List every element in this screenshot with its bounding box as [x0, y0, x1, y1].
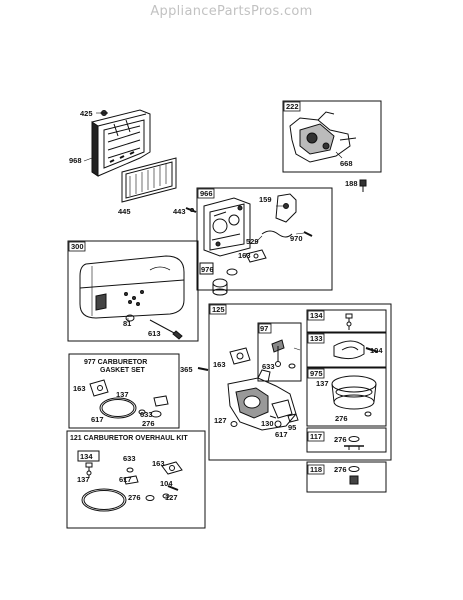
- callout-613: 613: [148, 329, 161, 338]
- box-tags: 222 966 976 300 125 97 134 133 975 117 1…: [68, 101, 325, 475]
- overhaul-kit-title: 121 CARBURETOR OVERHAUL KIT: [70, 435, 188, 442]
- gasket-set-parts: [89, 379, 169, 419]
- callout-445: 445: [118, 207, 131, 216]
- screw-443: [185, 207, 197, 213]
- callout-188: 188: [345, 179, 358, 188]
- tag-125: 125: [212, 305, 225, 314]
- box-133-frame: [306, 332, 387, 368]
- kit-callout-276: 276: [128, 493, 141, 502]
- callout-104: 104: [370, 346, 383, 355]
- callout-163-intake: 163: [238, 251, 251, 260]
- box-976-frame: [199, 262, 214, 275]
- gasket-callout-276: 276: [142, 419, 155, 428]
- muffler: [79, 255, 185, 319]
- callout-443: 443: [173, 207, 186, 216]
- callout-127: 127: [214, 416, 227, 425]
- float-bowl-975: [331, 375, 377, 417]
- gasket-set-frame: [68, 353, 180, 429]
- box-975-frame: [306, 367, 387, 427]
- jet-118: [348, 466, 360, 485]
- box-97-frame: [257, 322, 302, 382]
- overhaul-kit-parts: [81, 461, 183, 512]
- gasket-163-upper: [245, 249, 267, 263]
- seal-127: [230, 421, 238, 427]
- kit-callout-617: 617: [119, 475, 132, 484]
- callout-668: 668: [340, 159, 353, 168]
- gasket-callout-617: 617: [91, 415, 104, 424]
- callout-130: 130: [261, 419, 274, 428]
- tag-976: 976: [201, 265, 214, 274]
- bolt-613: [149, 319, 183, 340]
- box-300-frame: [67, 240, 199, 342]
- callout-81: 81: [123, 319, 131, 328]
- kit-box-134-frame: [77, 450, 100, 462]
- tag-133: 133: [310, 334, 323, 343]
- callouts: 425 968 445 443 668 188 159 529 970 163 …: [69, 109, 383, 502]
- float-bowl-parts: [269, 413, 299, 428]
- callout-276-jet: 276: [334, 435, 347, 444]
- float-pin-134: [345, 313, 353, 330]
- callout-617: 617: [275, 430, 288, 439]
- tag-300: 300: [71, 242, 84, 251]
- nozzle-976: [212, 268, 238, 296]
- gasket-callout-163: 163: [73, 384, 86, 393]
- needle-valve-97: [271, 339, 296, 369]
- overhaul-kit-frame: [66, 430, 206, 529]
- air-filter-screw: [100, 110, 108, 116]
- callout-276-bowl: 276: [335, 414, 348, 423]
- watermark: AppliancePartsPros.com: [150, 4, 313, 19]
- jet-117: [344, 436, 364, 450]
- callout-95: 95: [288, 423, 296, 432]
- washer-81: [125, 314, 135, 322]
- tag-134: 134: [310, 311, 323, 320]
- screw-365: [197, 367, 209, 371]
- tag-117: 117: [310, 432, 322, 441]
- control-bracket: [289, 111, 357, 163]
- callout-276-main: 276: [334, 465, 347, 474]
- box-117-frame: [306, 427, 387, 453]
- gasket-callout-137: 137: [116, 390, 129, 399]
- kit-callout-127: 127: [165, 493, 178, 502]
- box-222-frame: [282, 100, 382, 173]
- kit-callout-137: 137: [77, 475, 90, 484]
- tag-966: 966: [200, 189, 213, 198]
- kit-callout-163: 163: [152, 459, 165, 468]
- box-118-frame: [306, 461, 387, 493]
- spring-529: [261, 230, 293, 238]
- box-966-frame: [196, 187, 333, 291]
- gasket-set-title-2: GASKET SET: [100, 367, 145, 374]
- float-133: [333, 340, 379, 360]
- gasket-set-title-1: 977 CARBURETOR: [84, 359, 147, 366]
- air-filter-cover: [91, 109, 151, 177]
- callout-529: 529: [246, 237, 259, 246]
- box-125-frame: [208, 303, 392, 461]
- kit-callout-633: 633: [123, 454, 136, 463]
- carburetor-body: [227, 369, 297, 431]
- callout-137: 137: [316, 379, 329, 388]
- gasket-163-carb: [229, 347, 251, 365]
- tag-222: 222: [286, 102, 299, 111]
- callout-159: 159: [259, 195, 272, 204]
- tag-118: 118: [310, 465, 322, 474]
- kit-callout-104: 104: [160, 479, 173, 488]
- screw-188: [359, 179, 367, 192]
- bracket-159: [275, 193, 297, 223]
- callout-970: 970: [290, 234, 303, 243]
- callout-365: 365: [180, 365, 193, 374]
- leader-lines: [83, 112, 343, 351]
- callout-633: 633: [262, 362, 275, 371]
- gasket-callout-633: 633: [140, 410, 153, 419]
- callout-425: 425: [80, 109, 93, 118]
- box-134-frame: [306, 309, 387, 333]
- screw-970: [303, 231, 313, 237]
- tag-97: 97: [260, 324, 268, 333]
- air-filter-element: [121, 157, 177, 203]
- callout-163-carb: 163: [213, 360, 226, 369]
- kit-tag-134: 134: [80, 452, 93, 461]
- callout-968: 968: [69, 156, 82, 165]
- tag-975: 975: [310, 369, 323, 378]
- intake-housing: [203, 197, 251, 257]
